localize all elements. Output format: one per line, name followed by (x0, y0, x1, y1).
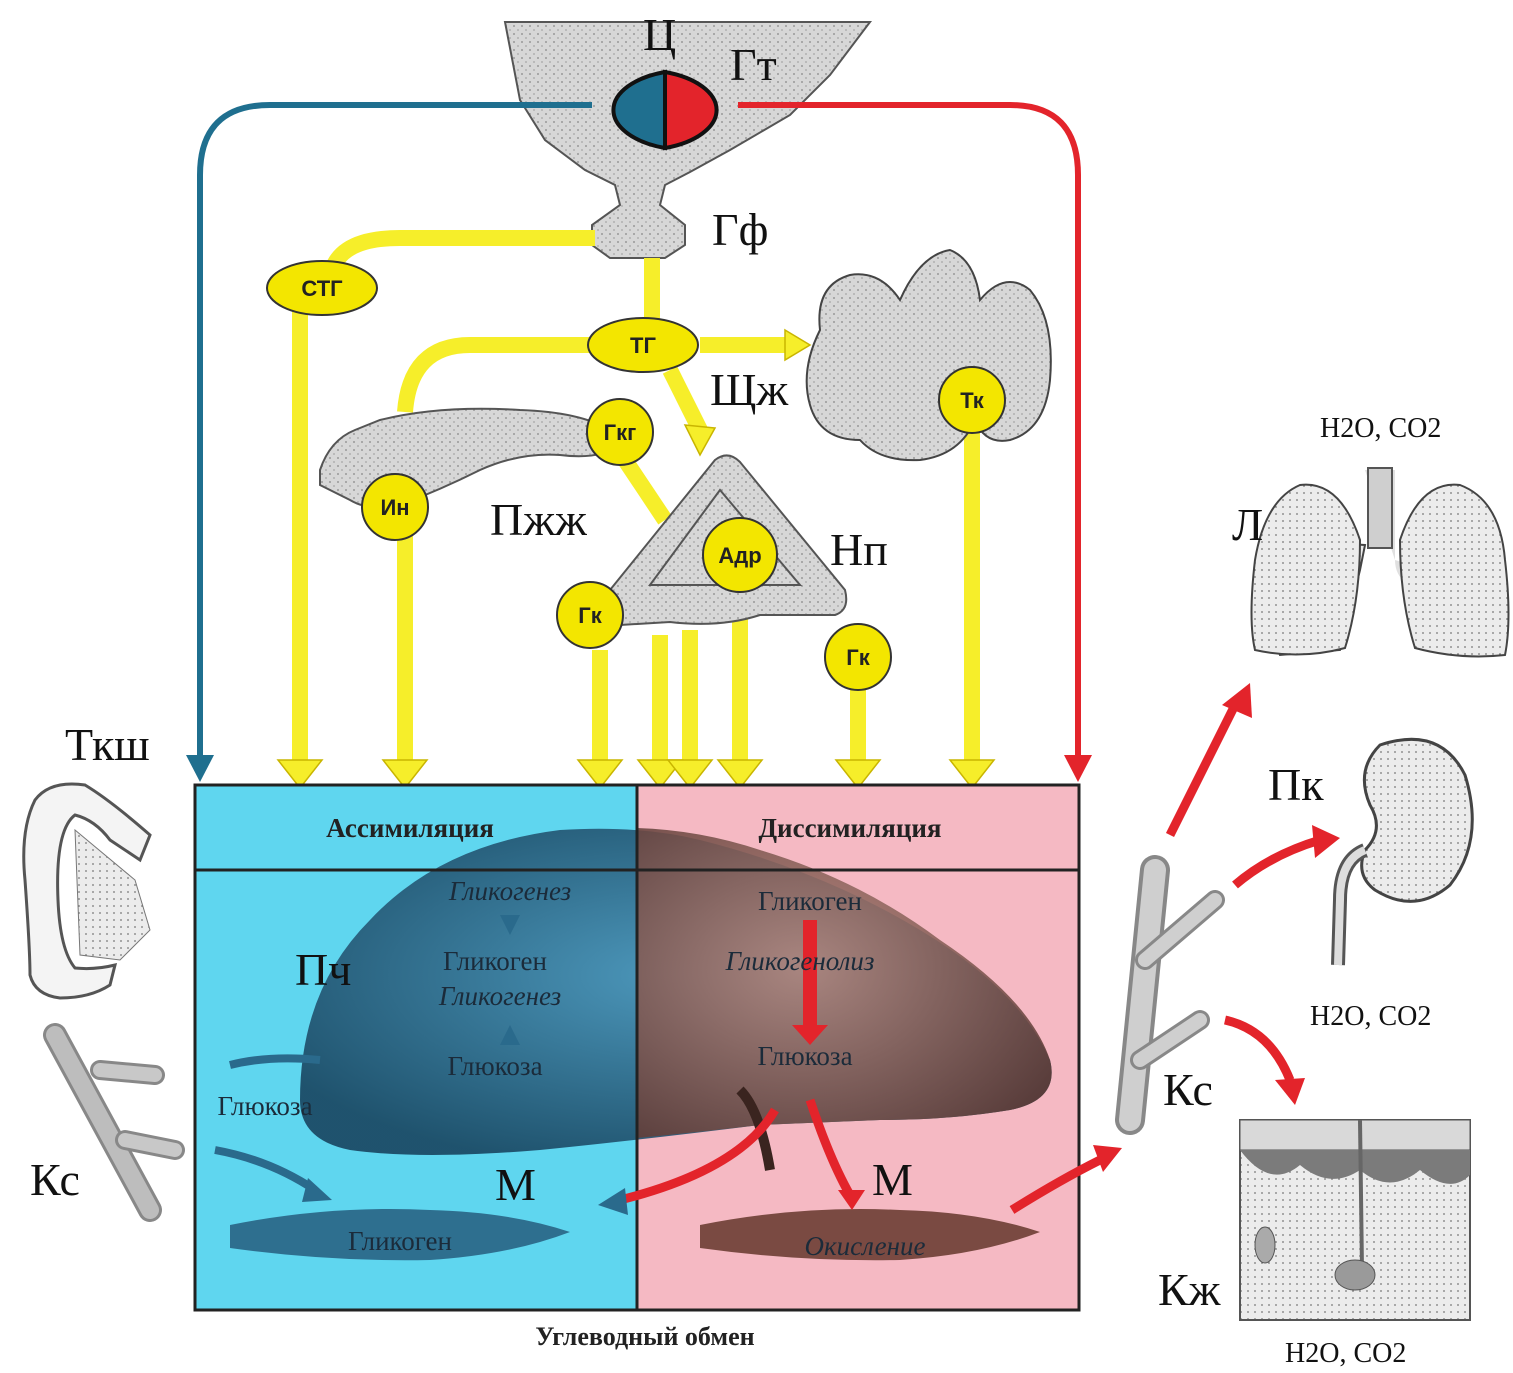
svg-text:Тк: Тк (960, 388, 985, 413)
box-caption: Углеводный обмен (535, 1322, 754, 1351)
svg-text:Гк: Гк (846, 645, 870, 670)
hormone-gk-left: Гк (557, 582, 623, 648)
lungs-excretion: H2O, CO2 (1320, 413, 1441, 444)
label-skin: Кж (1158, 1264, 1221, 1315)
right-glucose: Глюкоза (757, 1041, 852, 1071)
left-glucose: Глюкоза (447, 1051, 542, 1081)
left-glycogenesis: Гликогенез (438, 981, 561, 1011)
svg-text:СТГ: СТГ (301, 276, 343, 301)
blue-arrowhead (186, 755, 214, 782)
skin-excretion: H2O, CO2 (1285, 1338, 1406, 1369)
label-hypothalamus: Гт (730, 39, 777, 90)
skin-drawing (1240, 1120, 1470, 1320)
hypothalamus-center (613, 72, 716, 148)
hormone-in: Ин (362, 474, 428, 540)
label-vessels-left: Кс (30, 1154, 80, 1205)
kidney-excretion: H2O, CO2 (1310, 1001, 1431, 1032)
label-adrenal: Нп (830, 524, 888, 575)
label-lungs: Л (1232, 499, 1263, 550)
label-center: Ц (643, 9, 676, 60)
label-muscle-right: М (872, 1154, 913, 1205)
red-arrowhead (1064, 755, 1092, 782)
hormone-gk-right: Гк (825, 624, 891, 690)
left-muscle-glycogen: Гликоген (348, 1226, 452, 1256)
hormone-gkg: Гкг (587, 399, 653, 465)
left-glycogen: Гликоген (443, 946, 547, 976)
right-glycogen: Гликоген (758, 886, 862, 916)
hormone-adr: Адр (703, 518, 777, 592)
svg-text:ТГ: ТГ (630, 333, 656, 358)
thyroid-gland (807, 250, 1051, 460)
hormone-stg: СТГ (267, 261, 377, 315)
hormone-tk: Тк (939, 367, 1005, 433)
dissimilation-title: Диссимиляция (758, 813, 941, 843)
label-kidney: Пк (1268, 759, 1324, 810)
hormone-tg: ТГ (588, 318, 698, 372)
right-glycogenolysis: Гликогенолиз (725, 946, 875, 976)
label-pancreas: Пжж (490, 494, 587, 545)
svg-text:Гкг: Гкг (604, 420, 637, 445)
lungs-drawing (1252, 468, 1509, 656)
label-muscle-left: М (495, 1159, 536, 1210)
svg-text:Адр: Адр (718, 543, 761, 568)
svg-text:Гк: Гк (578, 603, 602, 628)
tissue-spaces-drawing (24, 784, 150, 998)
left-glucose-entry: Глюкоза (217, 1091, 312, 1121)
label-pituitary: Гф (712, 204, 768, 255)
kidney-drawing (1338, 739, 1472, 965)
left-glycogenesis-top: Гликогенез (448, 876, 571, 906)
label-tissue-spaces: Ткш (65, 719, 150, 770)
svg-text:Ин: Ин (380, 495, 409, 520)
metabolism-box (195, 785, 1079, 1310)
right-oxidation: Окисление (805, 1231, 926, 1261)
assimilation-title: Ассимиляция (326, 813, 494, 843)
label-vessels-right: Кс (1163, 1064, 1213, 1115)
label-liver: Пч (295, 944, 351, 995)
label-thyroid: Щж (710, 364, 788, 415)
